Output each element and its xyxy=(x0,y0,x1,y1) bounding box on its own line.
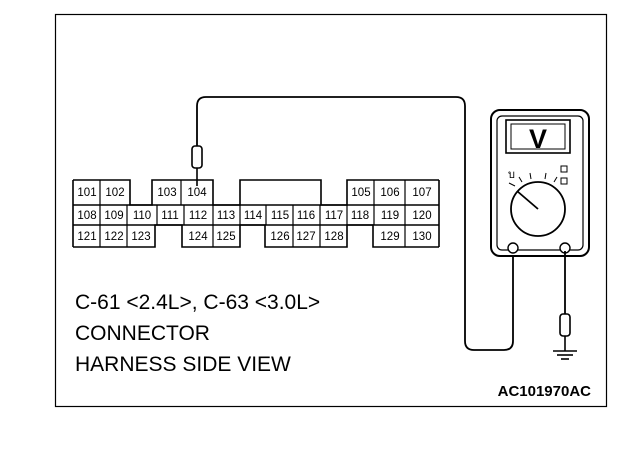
pin-label: 102 xyxy=(105,187,124,199)
back-probe-icon xyxy=(191,145,203,186)
pin-label: 105 xyxy=(351,187,370,199)
connector-caption-line1: C-61 <2.4L>, C-63 <3.0L> xyxy=(75,291,320,314)
pin-label: 108 xyxy=(77,210,96,222)
meter-display xyxy=(505,119,571,154)
ground-symbol-icon xyxy=(553,350,577,360)
connector-cell-dividers xyxy=(99,180,406,247)
pin-label: 107 xyxy=(412,187,431,199)
pin-label: 114 xyxy=(244,210,263,222)
pin-label: 127 xyxy=(296,231,315,243)
pin-label: 117 xyxy=(325,210,343,222)
pin-label: 115 xyxy=(271,210,289,222)
multimeter-icon: V บ xyxy=(490,109,590,257)
pin-label: 103 xyxy=(157,187,176,199)
meter-jack-positive xyxy=(507,242,519,254)
pin-label: 122 xyxy=(104,231,123,243)
pin-label: 124 xyxy=(188,231,208,243)
pin-label: 104 xyxy=(187,187,207,199)
connector-caption-line2: CONNECTOR xyxy=(75,322,210,345)
connector-caption-line3: HARNESS SIDE VIEW xyxy=(75,353,291,376)
pin-label: 118 xyxy=(351,210,369,222)
pin-label: 128 xyxy=(324,231,343,243)
pin-label: 111 xyxy=(161,210,178,222)
pin-label: 120 xyxy=(412,210,431,222)
pin-label: 113 xyxy=(217,210,235,222)
pin-label: 126 xyxy=(270,231,289,243)
meter-mode-mark: บ xyxy=(508,168,515,181)
pin-label: 116 xyxy=(297,210,315,222)
pin-label: 125 xyxy=(216,231,235,243)
ground-probe-icon xyxy=(559,313,571,351)
test-lead-positive xyxy=(196,96,514,351)
pin-label: 106 xyxy=(380,187,399,199)
pin-label: 110 xyxy=(133,210,151,222)
figure-id: AC101970AC xyxy=(498,383,592,400)
pin-label: 112 xyxy=(189,210,207,222)
pin-label: 129 xyxy=(380,231,399,243)
meter-display-symbol: V xyxy=(529,124,547,154)
pin-label: 119 xyxy=(381,210,399,222)
pin-label: 121 xyxy=(77,231,96,243)
diagram-frame xyxy=(54,13,608,408)
pin-label: 123 xyxy=(131,231,150,243)
connector-pin-labels: 101 102 103 104 105 106 107 108 109 110 … xyxy=(77,187,431,243)
pin-label: 109 xyxy=(104,210,123,222)
pin-label: 101 xyxy=(77,187,96,199)
connector-body xyxy=(72,179,440,248)
pin-label: 130 xyxy=(412,231,431,243)
